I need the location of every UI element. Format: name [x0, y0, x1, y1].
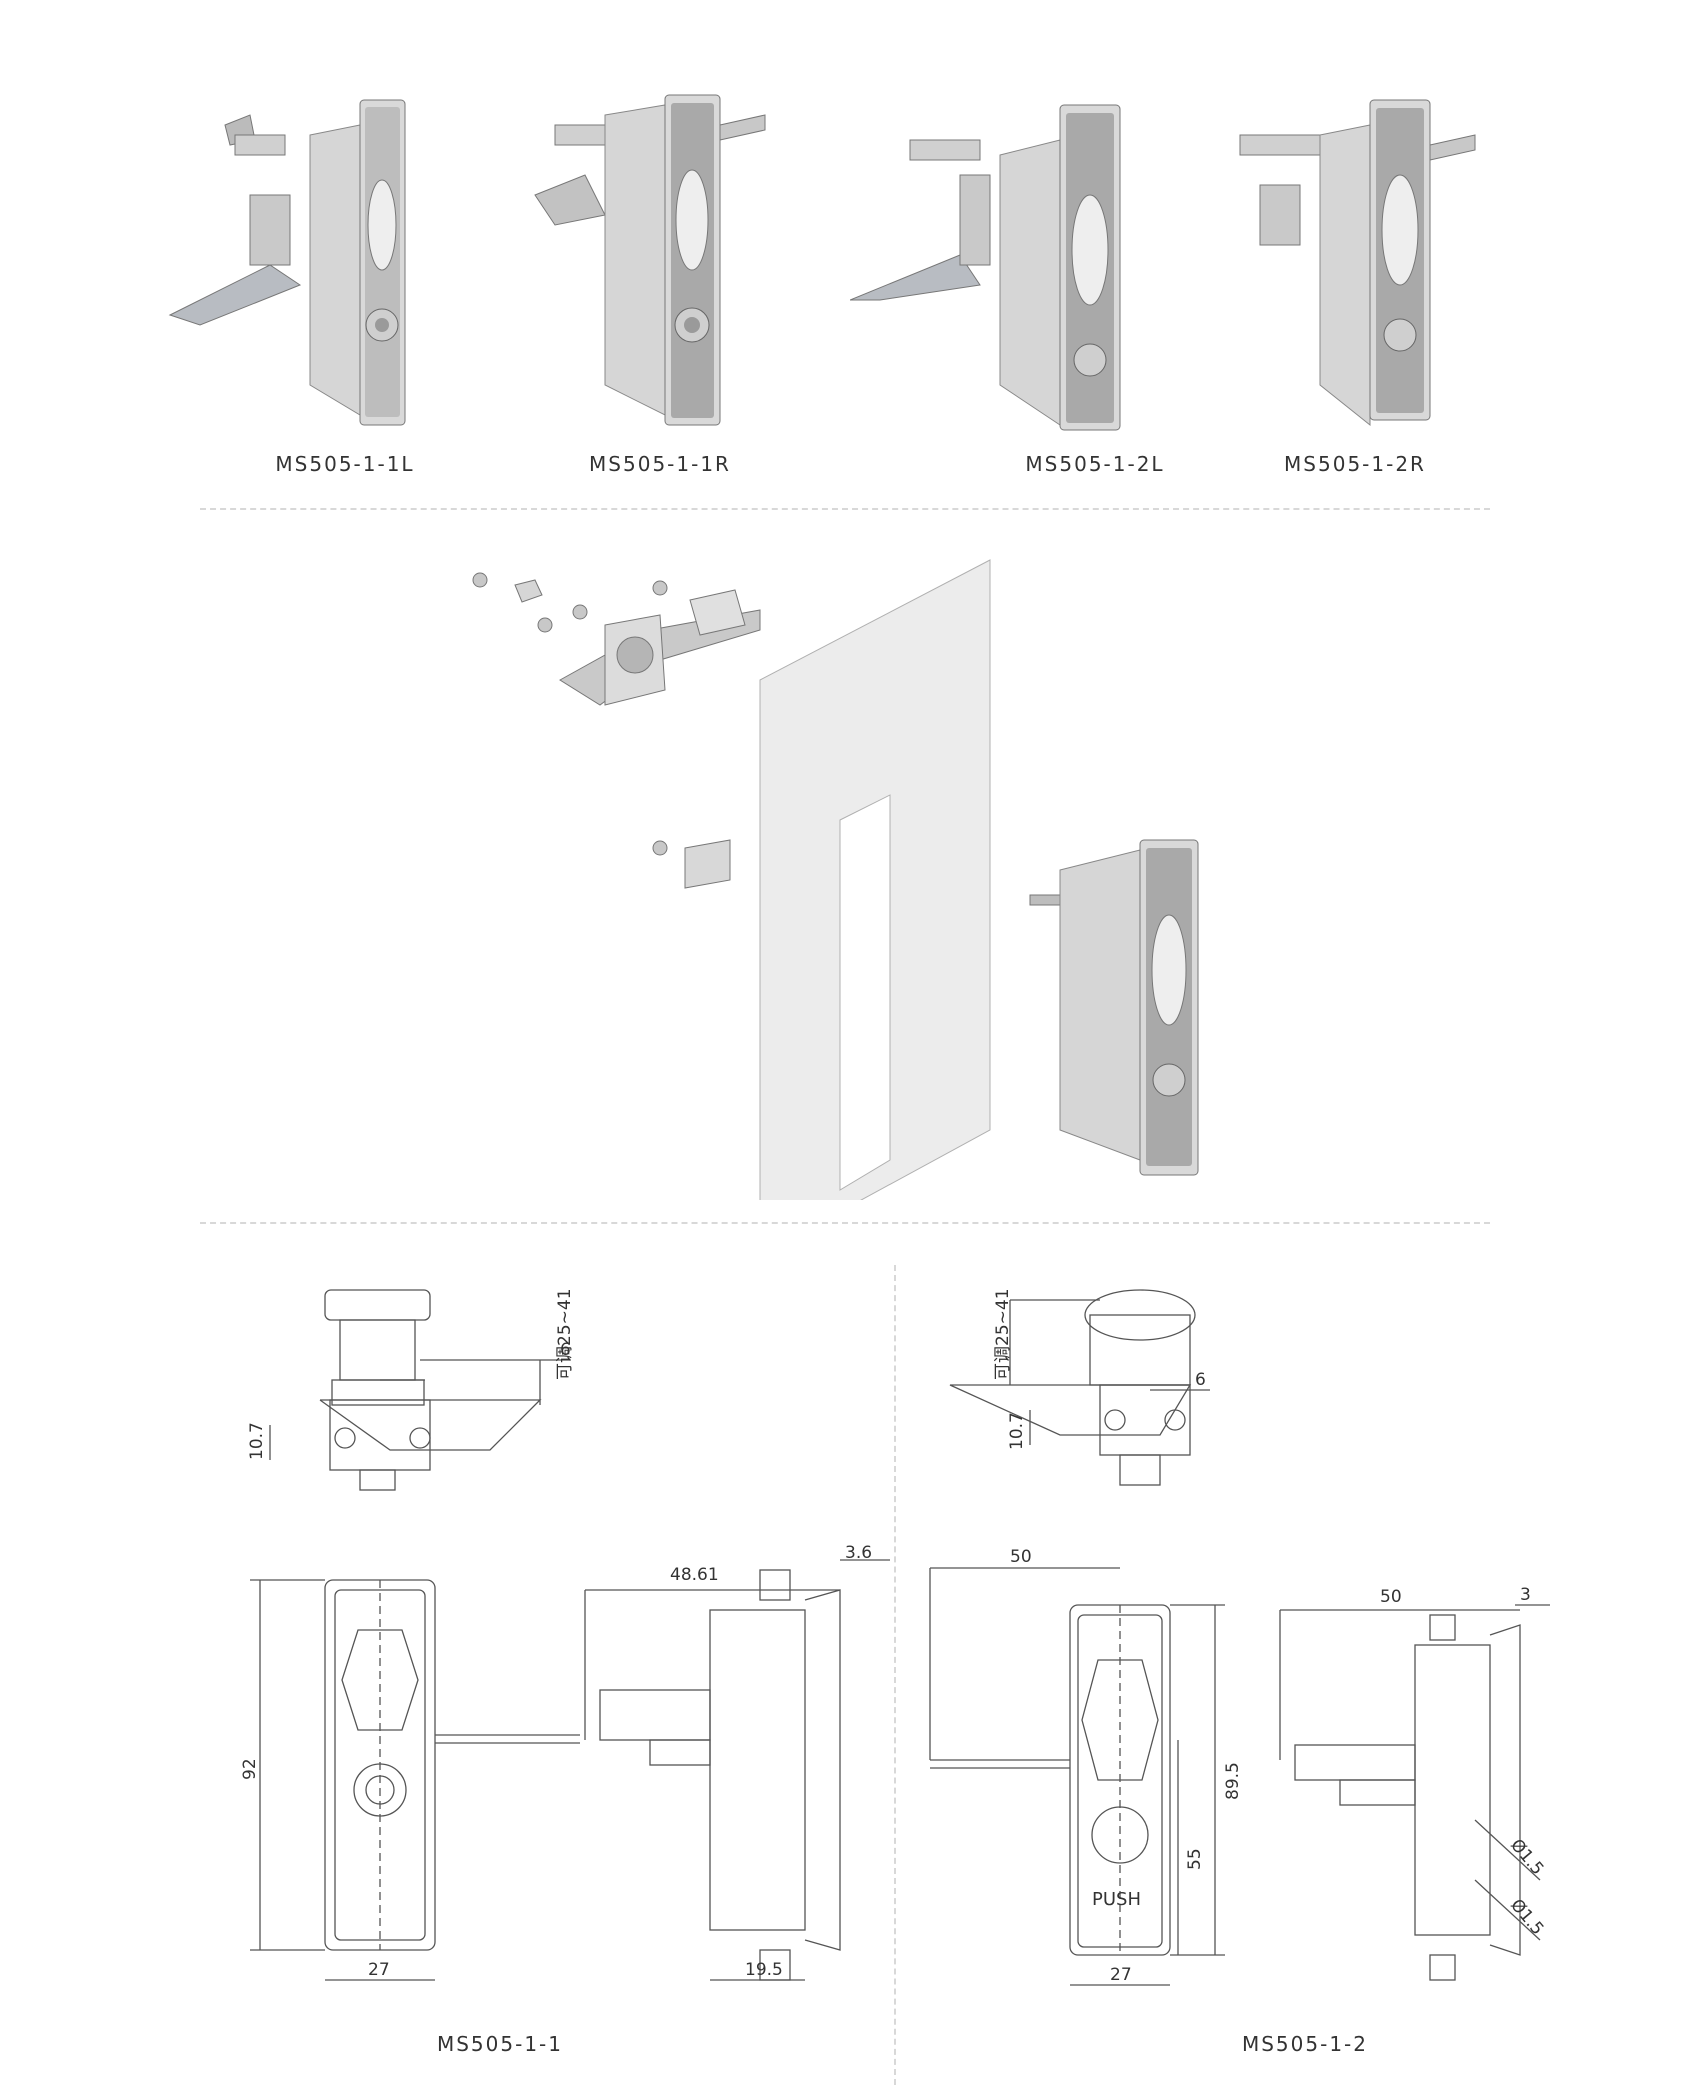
dim-diameter-1: Ø1.5: [1506, 1835, 1547, 1879]
section-divider-vertical: [894, 1265, 896, 2085]
dim-adjust-r: 可调25~41: [993, 1288, 1013, 1380]
section-divider-mid: [200, 1222, 1490, 1224]
dim-width: 27: [368, 1960, 390, 1980]
dim-cam-gap: 6: [560, 1340, 571, 1360]
dim-body: 19.5: [745, 1960, 783, 1980]
door-panel: [759, 559, 991, 1200]
dim-height-r: 89.5: [1223, 1762, 1243, 1800]
cam-assembly-parts: [472, 572, 761, 706]
product-image-ms505-1-1l: [168, 99, 406, 426]
dim-cam-offset: 10.7: [247, 1422, 267, 1460]
dim-cam-gap-r: 6: [1195, 1370, 1206, 1390]
dim-cam-offset-r: 10.7: [1007, 1412, 1027, 1450]
product-image-ms505-1-1r: [534, 94, 766, 426]
product-code-1: MS505-1-1L: [275, 452, 415, 476]
dim-depth: 48.61: [670, 1565, 719, 1585]
product-code-3: MS505-1-2L: [1025, 452, 1165, 476]
dim-height: 92: [240, 1758, 260, 1780]
product-code-4: MS505-1-2R: [1284, 452, 1426, 476]
technical-drawing-ms505-1-1: 6 可调25~41 10.7 48.61 3.6 92 27 19.5: [240, 1288, 890, 1981]
dim-push-height: 55: [1185, 1848, 1205, 1870]
dim-width-r: 27: [1110, 1965, 1132, 1985]
push-text: PUSH: [1092, 1889, 1141, 1910]
dim-flange-r: 3: [1520, 1585, 1531, 1605]
dim-adjust: 可调25~41: [555, 1288, 575, 1380]
dim-reach: 50: [1010, 1547, 1032, 1567]
dim-diameter-2: Ø1.5: [1506, 1895, 1547, 1939]
drawing-code-right: MS505-1-2: [1241, 2032, 1368, 2056]
technical-drawing-ms505-1-2: 可调25~41 6 10.7 50 89.5 55 27 50 3 Ø1.5 Ø…: [929, 1288, 1550, 1986]
section-divider-top: [200, 508, 1490, 510]
dim-depth-r: 50: [1380, 1587, 1402, 1607]
product-code-2: MS505-1-1R: [589, 452, 731, 476]
bracket-parts: [652, 839, 731, 889]
drawing-code-left: MS505-1-1: [436, 2032, 563, 2056]
product-image-ms505-1-2r: [1239, 99, 1476, 427]
dim-flange: 3.6: [845, 1543, 872, 1563]
product-image-ms505-1-2l: [850, 104, 1121, 431]
latch-body: [1029, 839, 1199, 1176]
exploded-assembly-view: [472, 559, 1199, 1200]
